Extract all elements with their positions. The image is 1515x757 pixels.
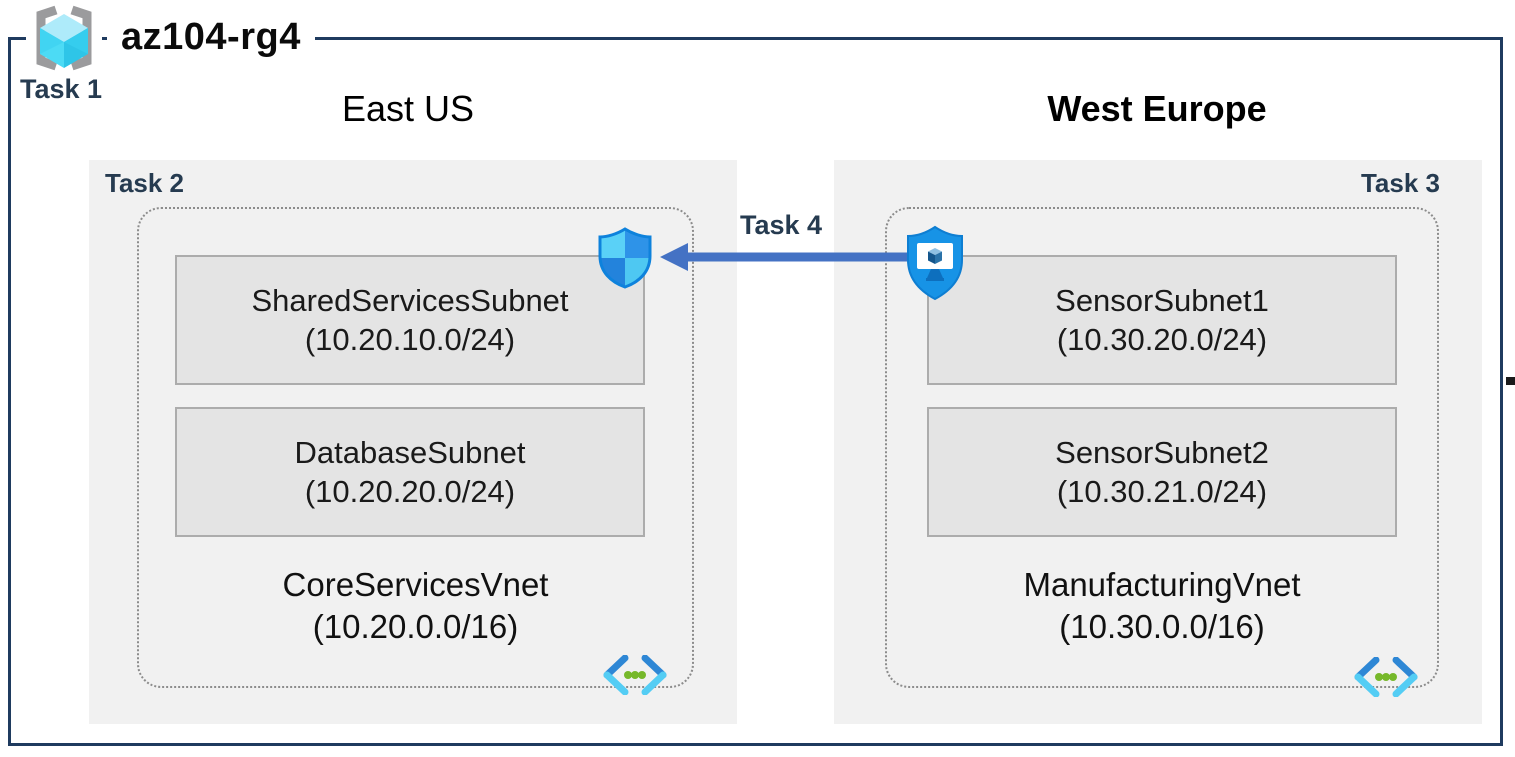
task1-label: Task 1 <box>20 74 103 104</box>
subnet-name: SensorSubnet2 <box>1055 435 1269 470</box>
virtual-network-icon <box>602 654 668 696</box>
resource-group-title: az104-rg4 <box>107 13 315 61</box>
virtual-network-icon <box>1353 656 1419 698</box>
subnet-database: DatabaseSubnet (10.20.20.0/24) <box>175 407 645 537</box>
vnet-box-manufacturing: SensorSubnet1 (10.30.20.0/24) SensorSubn… <box>885 207 1439 698</box>
vnet-name: CoreServicesVnet <box>282 566 549 603</box>
region-label-west-europe: West Europe <box>1047 88 1267 129</box>
subnet-cidr: (10.20.10.0/24) <box>304 322 516 357</box>
vnet-label-coreservices: CoreServicesVnet (10.20.0.0/16) <box>139 564 692 648</box>
subnet-cidr: (10.30.21.0/24) <box>1056 474 1268 509</box>
subnet-sharedservices: SharedServicesSubnet (10.20.10.0/24) <box>175 255 645 385</box>
edge-tick-mark <box>1506 377 1515 385</box>
task2-label: Task 2 <box>105 168 185 198</box>
resource-group-icon <box>26 4 102 72</box>
network-security-group-shield-icon <box>597 226 653 290</box>
subnet-cidr: (10.30.20.0/24) <box>1056 322 1268 357</box>
subnet-cidr: (10.20.20.0/24) <box>304 474 516 509</box>
region-label-east-us: East US <box>341 88 475 129</box>
resource-group-border <box>8 37 1503 746</box>
vnet-cidr: (10.30.0.0/16) <box>1059 608 1265 645</box>
subnet-name: DatabaseSubnet <box>294 435 526 470</box>
subnet-name: SharedServicesSubnet <box>251 283 569 318</box>
region-box-east-us: Task 2 SharedServicesSubnet (10.20.10.0/… <box>89 160 737 724</box>
vnet-label-manufacturing: ManufacturingVnet (10.30.0.0/16) <box>887 564 1437 648</box>
subnet-sensor2: SensorSubnet2 (10.30.21.0/24) <box>927 407 1397 537</box>
vnet-cidr: (10.20.0.0/16) <box>312 608 519 645</box>
bastion-shield-monitor-icon <box>904 224 966 302</box>
region-box-west-europe: Task 3 SensorSubnet1 (10.30.20.0/24) Sen… <box>834 160 1482 724</box>
subnet-name: SensorSubnet1 <box>1055 283 1269 318</box>
peering-arrow <box>660 243 914 271</box>
task3-label: Task 3 <box>1360 168 1440 198</box>
vnet-name: ManufacturingVnet <box>1023 566 1301 603</box>
task4-label: Task 4 <box>739 210 823 240</box>
vnet-box-coreservices: SharedServicesSubnet (10.20.10.0/24) Dat… <box>137 207 694 696</box>
subnet-sensor1: SensorSubnet1 (10.30.20.0/24) <box>927 255 1397 385</box>
